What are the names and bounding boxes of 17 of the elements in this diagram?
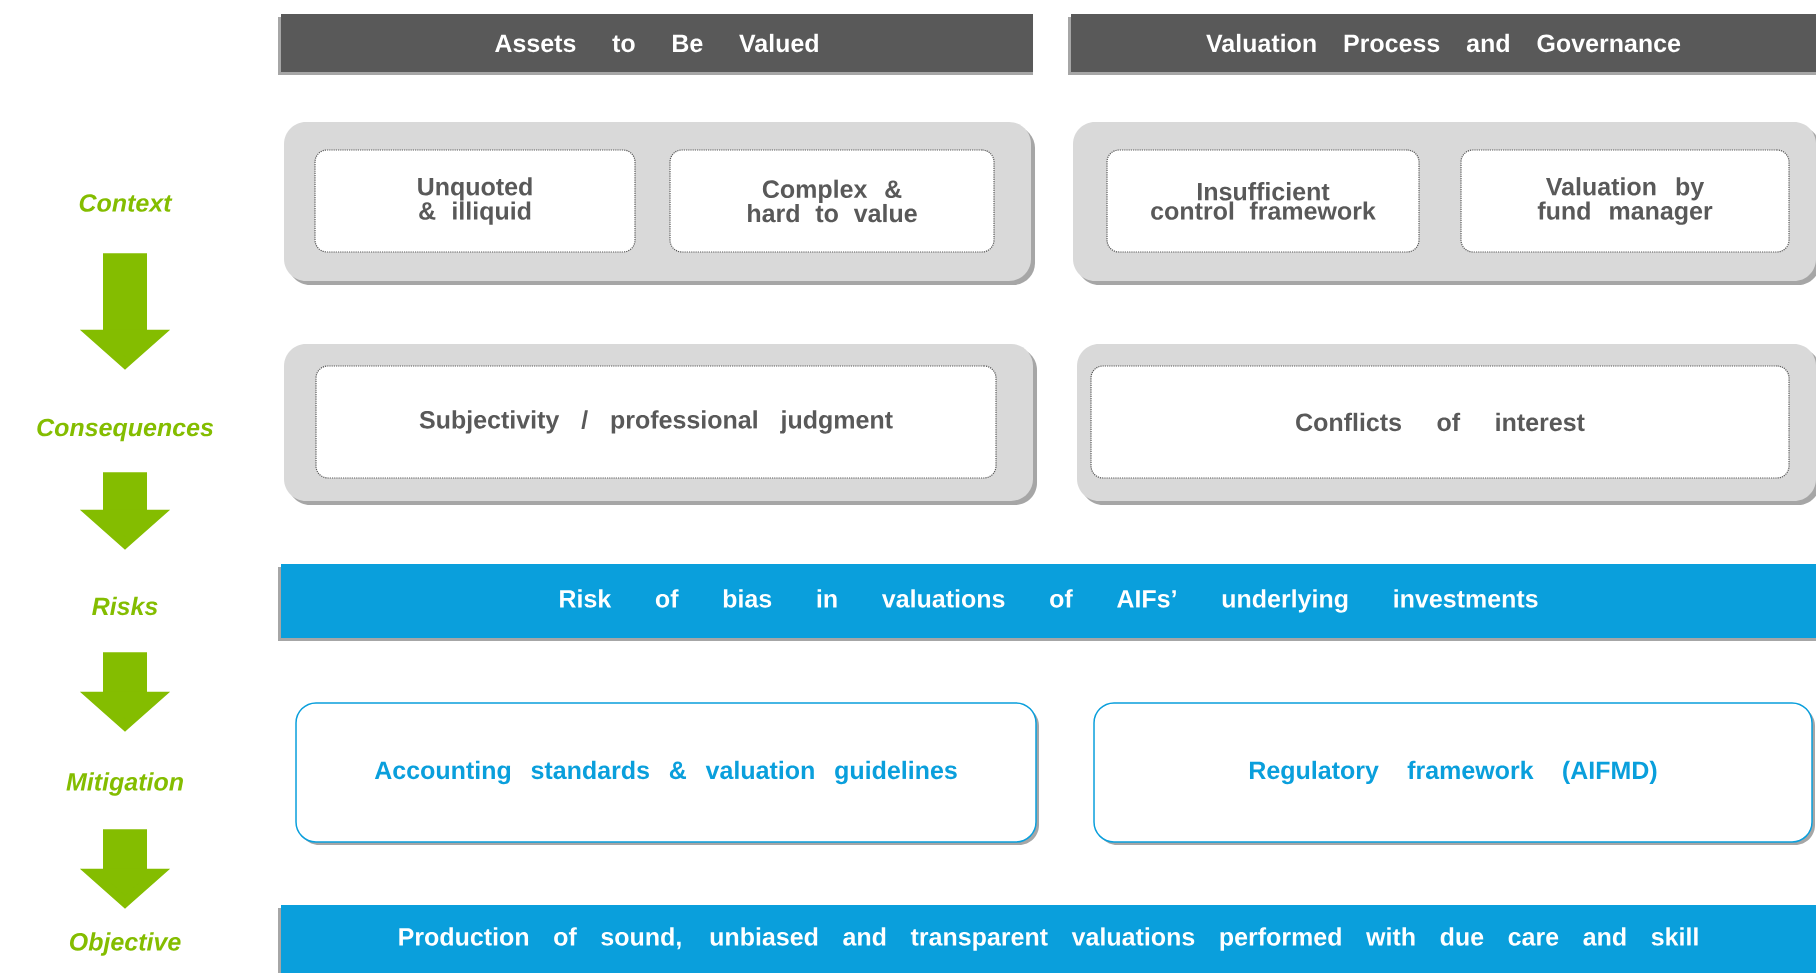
banner-bar: Production of sound, unbiased and transparent valuations performed with due care and skill [278,905,1816,973]
stage-label: Objective [69,932,181,956]
factor-box: Complex & hard to value [669,149,995,253]
factor-box: Conflicts of interest [1090,365,1790,479]
stage-label: Mitigation [66,772,183,796]
factor-box: Subjectivity / professional judgment [315,365,997,479]
column-header: Assets to Be Valued [278,14,1033,75]
column-header: Valuation Process and Governance [1068,14,1816,75]
factor-box: Unquoted & illiquid [314,149,636,253]
factor-box: Valuation by fund manager [1460,149,1790,253]
factor-box: Insufficient control framework [1106,149,1420,253]
mitigation-box: Regulatory framework (AIFMD) [1093,702,1815,845]
mitigation-box: Accounting standards & valuation guidelines [295,702,1039,845]
stage-label: Context [79,194,173,212]
banner-bar: Risk of bias in valuations of AIFs’ underlying investments [278,564,1816,641]
stage-label: Consequences [37,418,214,442]
stage-label: Risks [92,596,158,616]
